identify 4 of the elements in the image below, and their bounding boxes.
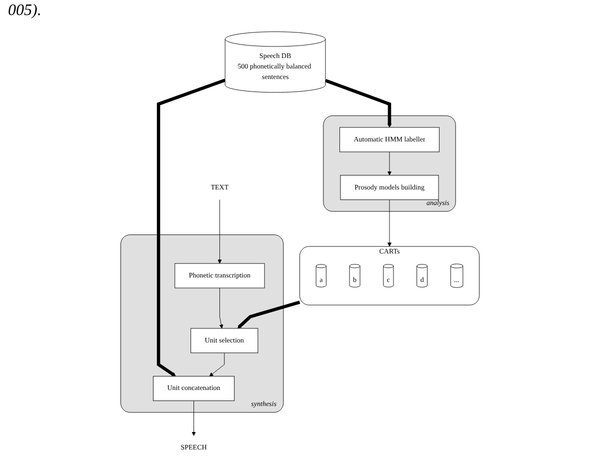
arrow [156,78,226,377]
arrow [324,78,392,128]
text-fragment: 005). [8,2,42,19]
arrow [236,300,300,329]
